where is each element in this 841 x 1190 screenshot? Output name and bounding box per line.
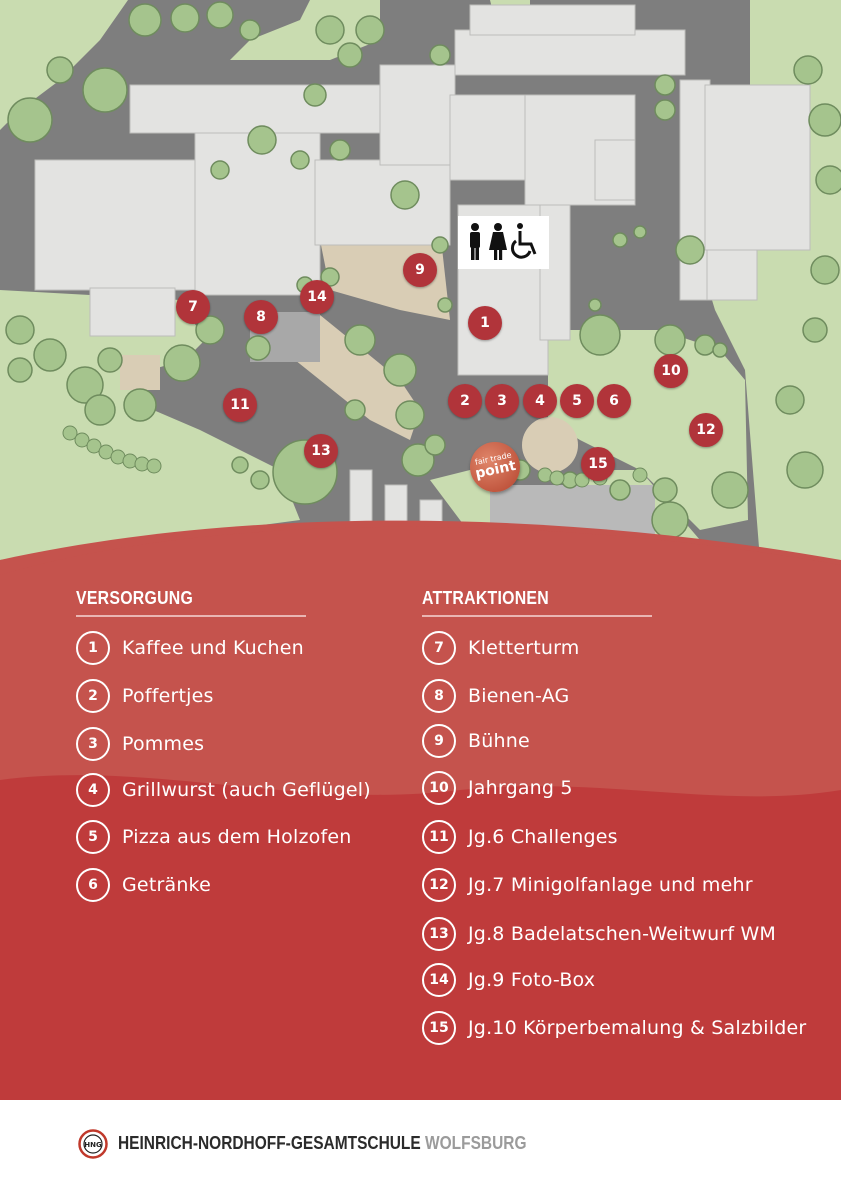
wheelchair-icon	[511, 223, 537, 259]
legend-item-label: Jg.8 Badelatschen-Weitwurf WM	[468, 923, 777, 945]
legend-item-label: Pommes	[122, 733, 205, 755]
school-city: WOLFSBURG	[425, 1133, 527, 1153]
legend-versorgung-rule	[76, 615, 306, 617]
map-marker-11[interactable]: 11	[223, 388, 257, 422]
legend-item-14[interactable]: 14 Jg.9 Foto-Box	[422, 963, 595, 997]
buildings	[34, 4, 811, 536]
man-icon	[470, 223, 480, 260]
map-marker-4[interactable]: 4	[523, 384, 557, 418]
legend-item-9[interactable]: 9 Bühne	[422, 724, 530, 758]
legend-item-2[interactable]: 2 Poffertjes	[76, 679, 214, 713]
legend-item-label: Jg.6 Challenges	[468, 826, 618, 848]
legend-item-12[interactable]: 12 Jg.7 Minigolfanlage und mehr	[422, 868, 753, 902]
legend-item-number: 12	[422, 868, 456, 902]
legend-item-label: Jahrgang 5	[468, 777, 573, 799]
map-marker-10[interactable]: 10	[654, 354, 688, 388]
woman-icon	[489, 223, 507, 260]
legend-item-15[interactable]: 15 Jg.10 Körperbemalung & Salzbilder	[422, 1011, 806, 1045]
map-marker-12[interactable]: 12	[689, 413, 723, 447]
legend-item-10[interactable]: 10 Jahrgang 5	[422, 771, 573, 805]
legend-item-label: Poffertjes	[122, 685, 214, 707]
legend-item-number: 5	[76, 820, 110, 854]
legend-item-number: 8	[422, 679, 456, 713]
map-marker-1[interactable]: 1	[468, 306, 502, 340]
legend-versorgung-title: VERSORGUNG	[76, 588, 194, 608]
map-marker-3[interactable]: 3	[485, 384, 519, 418]
legend-item-6[interactable]: 6 Getränke	[76, 868, 211, 902]
map-marker-13[interactable]: 13	[304, 434, 338, 468]
map-marker-2[interactable]: 2	[448, 384, 482, 418]
legend-item-11[interactable]: 11 Jg.6 Challenges	[422, 820, 618, 854]
map-marker-15[interactable]: 15	[581, 447, 615, 481]
legend-item-number: 10	[422, 771, 456, 805]
legend-item-label: Jg.7 Minigolfanlage und mehr	[468, 874, 753, 896]
legend-attraktionen: ATTRAKTIONEN	[422, 588, 802, 617]
legend-item-label: Kletterturm	[468, 637, 580, 659]
legend-item-label: Grillwurst (auch Geflügel)	[122, 779, 371, 801]
legend-item-number: 15	[422, 1011, 456, 1045]
map-marker-8[interactable]: 8	[244, 300, 278, 334]
legend-item-5[interactable]: 5 Pizza aus dem Holzofen	[76, 820, 351, 854]
footer-school-name: HEINRICH-NORDHOFF-GESAMTSCHULE WOLFSBURG	[118, 1133, 526, 1154]
campus-map	[0, 0, 841, 580]
legend-item-7[interactable]: 7 Kletterturm	[422, 631, 580, 665]
restroom-sign	[458, 216, 549, 269]
map-marker-9[interactable]: 9	[403, 253, 437, 287]
hedge	[62, 425, 648, 488]
map-marker-6[interactable]: 6	[597, 384, 631, 418]
legend-item-3[interactable]: 3 Pommes	[76, 727, 204, 761]
legend-item-label: Pizza aus dem Holzofen	[122, 826, 352, 848]
legend-item-number: 1	[76, 631, 110, 665]
legend-item-8[interactable]: 8 Bienen-AG	[422, 679, 569, 713]
school-logo-text: HNG	[84, 1141, 102, 1149]
footer	[0, 1100, 841, 1190]
legend-item-number: 4	[76, 773, 110, 807]
legend-item-label: Jg.10 Körperbemalung & Salzbilder	[468, 1017, 807, 1039]
legend-item-label: Getränke	[122, 874, 211, 896]
legend-item-number: 3	[76, 727, 110, 761]
legend-item-label: Bienen-AG	[468, 685, 570, 707]
legend-item-number: 13	[422, 917, 456, 951]
legend-versorgung: VERSORGUNG	[76, 588, 376, 617]
map-marker-14[interactable]: 14	[300, 280, 334, 314]
legend-item-1[interactable]: 1 Kaffee und Kuchen	[76, 631, 304, 665]
legend-item-label: Bühne	[468, 730, 530, 752]
school-name: HEINRICH-NORDHOFF-GESAMTSCHULE	[118, 1133, 421, 1153]
legend-item-number: 6	[76, 868, 110, 902]
legend-item-number: 14	[422, 963, 456, 997]
map-marker-7[interactable]: 7	[176, 290, 210, 324]
legend-item-13[interactable]: 13 Jg.8 Badelatschen-Weitwurf WM	[422, 917, 776, 951]
legend-item-number: 9	[422, 724, 456, 758]
legend-attraktionen-title: ATTRAKTIONEN	[422, 588, 549, 608]
legend-item-number: 11	[422, 820, 456, 854]
legend-item-4[interactable]: 4 Grillwurst (auch Geflügel)	[76, 773, 371, 807]
legend-item-number: 2	[76, 679, 110, 713]
legend-item-label: Jg.9 Foto-Box	[468, 969, 596, 991]
legend-item-number: 7	[422, 631, 456, 665]
legend-item-label: Kaffee und Kuchen	[122, 637, 304, 659]
school-logo: HNG	[78, 1129, 108, 1159]
map-marker-5[interactable]: 5	[560, 384, 594, 418]
legend-attraktionen-rule	[422, 615, 652, 617]
sand-areas	[120, 230, 578, 473]
